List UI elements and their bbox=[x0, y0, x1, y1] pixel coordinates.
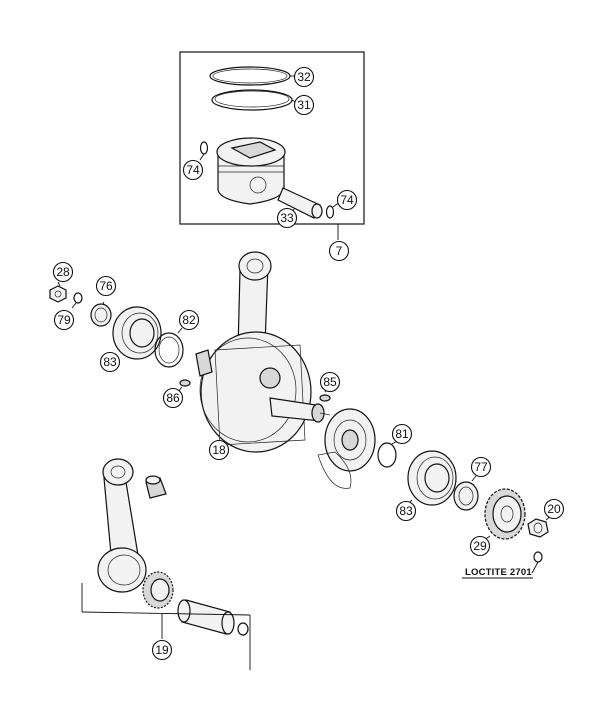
seal-77 bbox=[453, 475, 479, 511]
callout-circle bbox=[395, 500, 417, 522]
callout-label: 86 bbox=[166, 391, 180, 405]
callout-82: 82 bbox=[178, 309, 200, 331]
callout-label: 28 bbox=[56, 265, 70, 279]
callout-33: 33 bbox=[276, 207, 298, 229]
callout-circle bbox=[328, 240, 350, 262]
piston-kit-frame bbox=[179, 51, 365, 240]
callout-79: 79 bbox=[53, 309, 75, 331]
callout-81: 81 bbox=[391, 423, 413, 445]
callout-label: 77 bbox=[474, 460, 488, 474]
callout-76: 76 bbox=[95, 275, 117, 297]
callout-31: 31 bbox=[293, 94, 315, 116]
callout-circle bbox=[208, 439, 230, 461]
nut-20 bbox=[527, 514, 553, 538]
callout-7: 7 bbox=[328, 240, 350, 262]
callout-circle bbox=[52, 261, 74, 283]
callout-label: 18 bbox=[212, 443, 226, 457]
callout-83: 83 bbox=[395, 500, 417, 522]
timing-sprocket bbox=[317, 408, 376, 489]
callout-circle bbox=[543, 498, 565, 520]
callout-circle bbox=[178, 309, 200, 331]
washer-loctite bbox=[531, 551, 543, 574]
crankshaft-assembly bbox=[195, 251, 331, 453]
callout-18: 18 bbox=[208, 439, 230, 461]
callout-19: 19 bbox=[151, 639, 173, 661]
callout-circle bbox=[293, 94, 315, 116]
piston bbox=[216, 137, 286, 205]
callout-label: 19 bbox=[155, 643, 169, 657]
callout-77: 77 bbox=[470, 456, 492, 478]
callout-circle bbox=[469, 535, 491, 557]
callout-label: 20 bbox=[547, 502, 561, 516]
callout-circle bbox=[162, 387, 184, 409]
callout-label: 79 bbox=[57, 313, 71, 327]
shim-82 bbox=[154, 327, 184, 368]
callout-74: 74 bbox=[182, 159, 204, 181]
callout-circle bbox=[95, 275, 117, 297]
bearing-83-right bbox=[406, 450, 457, 506]
nut-28 bbox=[49, 281, 67, 303]
callout-label: 31 bbox=[297, 98, 311, 112]
primary-gear-29 bbox=[483, 488, 526, 541]
callout-circle bbox=[336, 189, 358, 211]
callout-29: 29 bbox=[469, 535, 491, 557]
callout-label: 32 bbox=[297, 70, 311, 84]
callout-label: 83 bbox=[103, 355, 117, 369]
key-86 bbox=[177, 379, 191, 393]
callout-label: 29 bbox=[473, 539, 487, 553]
callout-circle bbox=[470, 456, 492, 478]
piston-ring-32 bbox=[209, 66, 297, 86]
callout-circle bbox=[99, 351, 121, 373]
callout-label: 82 bbox=[182, 313, 196, 327]
conrod-kit-19 bbox=[81, 458, 251, 670]
callout-83: 83 bbox=[99, 351, 121, 373]
callout-32: 32 bbox=[293, 66, 315, 88]
callout-label: 33 bbox=[280, 211, 294, 225]
loctite-note: LOCTITE 2701 bbox=[465, 567, 532, 578]
callout-label: 81 bbox=[395, 427, 409, 441]
shim-81 bbox=[377, 440, 398, 468]
piston-pin-clip-74-left bbox=[199, 141, 209, 161]
callout-label: 83 bbox=[399, 504, 413, 518]
piston-ring-31 bbox=[211, 89, 298, 111]
callout-label: 74 bbox=[186, 163, 200, 177]
callout-circle bbox=[276, 207, 298, 229]
callout-74: 74 bbox=[336, 189, 358, 211]
callout-86: 86 bbox=[162, 387, 184, 409]
callout-layer: 32 31 74 74 33 7 28 76 79 82 83 86 85 18 81 77 20 83 29 19 bbox=[52, 66, 565, 661]
callout-circle bbox=[53, 309, 75, 331]
callout-20: 20 bbox=[543, 498, 565, 520]
callout-label: 7 bbox=[336, 244, 343, 258]
callout-circle bbox=[319, 371, 341, 393]
callout-circle bbox=[391, 423, 413, 445]
callout-circle bbox=[151, 639, 173, 661]
callout-28: 28 bbox=[52, 261, 74, 283]
seal-76 bbox=[90, 301, 112, 327]
callout-label: 85 bbox=[323, 375, 337, 389]
callout-circle bbox=[182, 159, 204, 181]
callout-label: 74 bbox=[340, 193, 354, 207]
washer-79 bbox=[71, 292, 83, 309]
piston-pin-33 bbox=[277, 187, 323, 219]
bearing-83-left bbox=[111, 306, 162, 361]
callout-circle bbox=[293, 66, 315, 88]
callout-85: 85 bbox=[319, 371, 341, 393]
callout-label: 76 bbox=[99, 279, 113, 293]
